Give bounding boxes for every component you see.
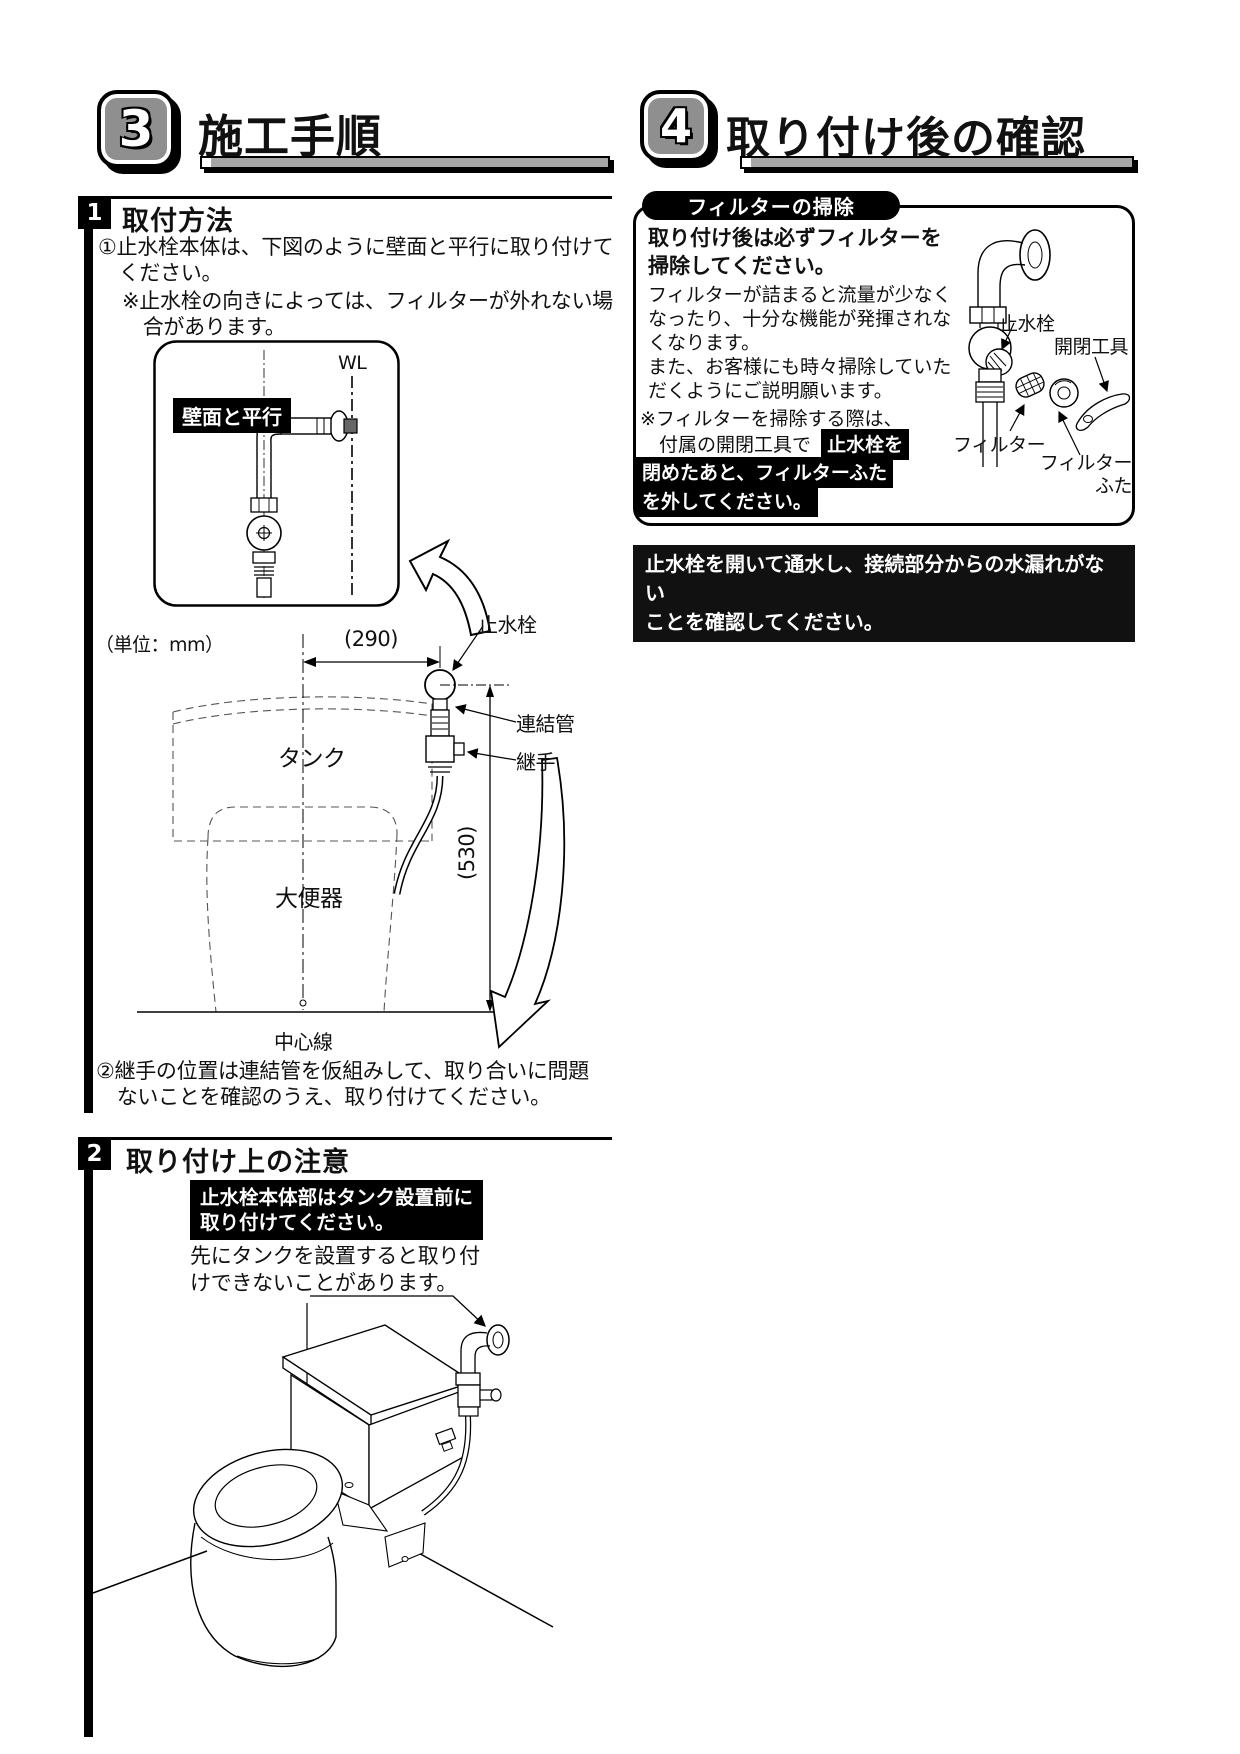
section2-caption: 先にタンクを設置すると取り付 けできないことがあります。	[190, 1244, 480, 1295]
section1-top-rule	[78, 196, 612, 199]
section3-badge: 3	[97, 90, 175, 168]
filter-lead: 取り付け後は必ずフィルターを 掃除してください。	[648, 226, 942, 278]
section4-badge: 4	[640, 90, 712, 162]
stop-valve-label: 止水栓	[478, 613, 537, 637]
connect-pipe-label: 連結管	[516, 712, 575, 736]
section2-left-rule	[84, 1137, 93, 1737]
illus-stop-valve-label: 止水栓	[999, 313, 1055, 335]
filter-cleaning-tag: フィルターの掃除	[642, 191, 900, 220]
section4-title-bar	[740, 156, 1134, 169]
filter-parts-illustration	[968, 229, 1131, 467]
section1-num-box: 1	[78, 196, 111, 229]
section2-number: 2	[86, 1140, 103, 1167]
unit-label: （単位：mm）	[95, 634, 224, 656]
pointer-arrow-1	[408, 538, 492, 637]
illus-filter-lid-label: フィルター ふた	[1039, 452, 1133, 497]
center-line-label: 中心線	[274, 1030, 333, 1054]
section4-number: 4	[659, 99, 692, 153]
toilet-illustration	[92, 1295, 554, 1668]
filter-note-line2-highlight: 止水栓を	[821, 429, 910, 460]
dim-530-label: (530)	[455, 826, 479, 880]
joint-label: 継手	[516, 750, 556, 774]
section1-left-rule	[84, 196, 93, 1113]
wl-label: WL	[338, 352, 367, 374]
filter-note-line2-plain: 付属の開閉工具で	[659, 434, 812, 456]
dimension-diagram	[137, 625, 566, 1049]
section3-title-bar	[200, 156, 610, 169]
section1-title: 取付方法	[122, 206, 234, 237]
section2-top-rule	[78, 1137, 612, 1140]
section2-notice: 止水栓本体部はタンク設置前に 取り付けてください。	[190, 1180, 484, 1240]
filter-note-line3-highlight: 閉めたあと、フィルターふた	[636, 457, 894, 488]
dim-290-label: (290)	[344, 627, 398, 651]
wall-parallel-label: 壁面と平行	[173, 398, 291, 433]
illus-tool-label: 開閉工具	[1054, 336, 1129, 358]
filter-note-line1: ※フィルターを掃除する際は、	[640, 408, 903, 430]
tank-label: タンク	[278, 746, 346, 772]
section3-title: 施工手順	[198, 110, 383, 163]
section1-number: 1	[86, 199, 103, 226]
section3-number: 3	[118, 100, 154, 158]
illus-filter-label: フィルター	[953, 434, 1046, 456]
filter-note-line2: 付属の開閉工具で 止水栓を	[659, 429, 910, 460]
step2-paragraph: ②継手の位置は連結管を仮組みして、取り合いに問題 ないことを確認のうえ、取り付け…	[96, 1059, 589, 1109]
bowl-label: 大便器	[275, 886, 343, 912]
filter-note-line4: を外してください。	[636, 486, 818, 517]
filter-note-line3: 閉めたあと、フィルターふた	[636, 457, 894, 488]
section4-title: 取り付け後の確認	[726, 113, 1086, 164]
section2-title: 取り付け上の注意	[126, 1147, 350, 1178]
step1-paragraph: ①止水栓本体は、下図のように壁面と平行に取り付けて ください。	[98, 235, 614, 285]
filter-body: フィルターが詰まると流量が少なく なったり、十分な機能が発揮されな くなります。…	[648, 284, 952, 402]
water-check-banner: 止水栓を開いて通水し、接続部分からの水漏れがない ことを確認してください。	[633, 545, 1135, 642]
section2-num-box: 2	[78, 1137, 111, 1170]
wall-parallel-diagram	[153, 340, 400, 607]
step1-note: ※止水栓の向きによっては、フィルターが外れない場 合があります。	[122, 289, 613, 339]
filter-note-line4-highlight: を外してください。	[636, 486, 818, 517]
